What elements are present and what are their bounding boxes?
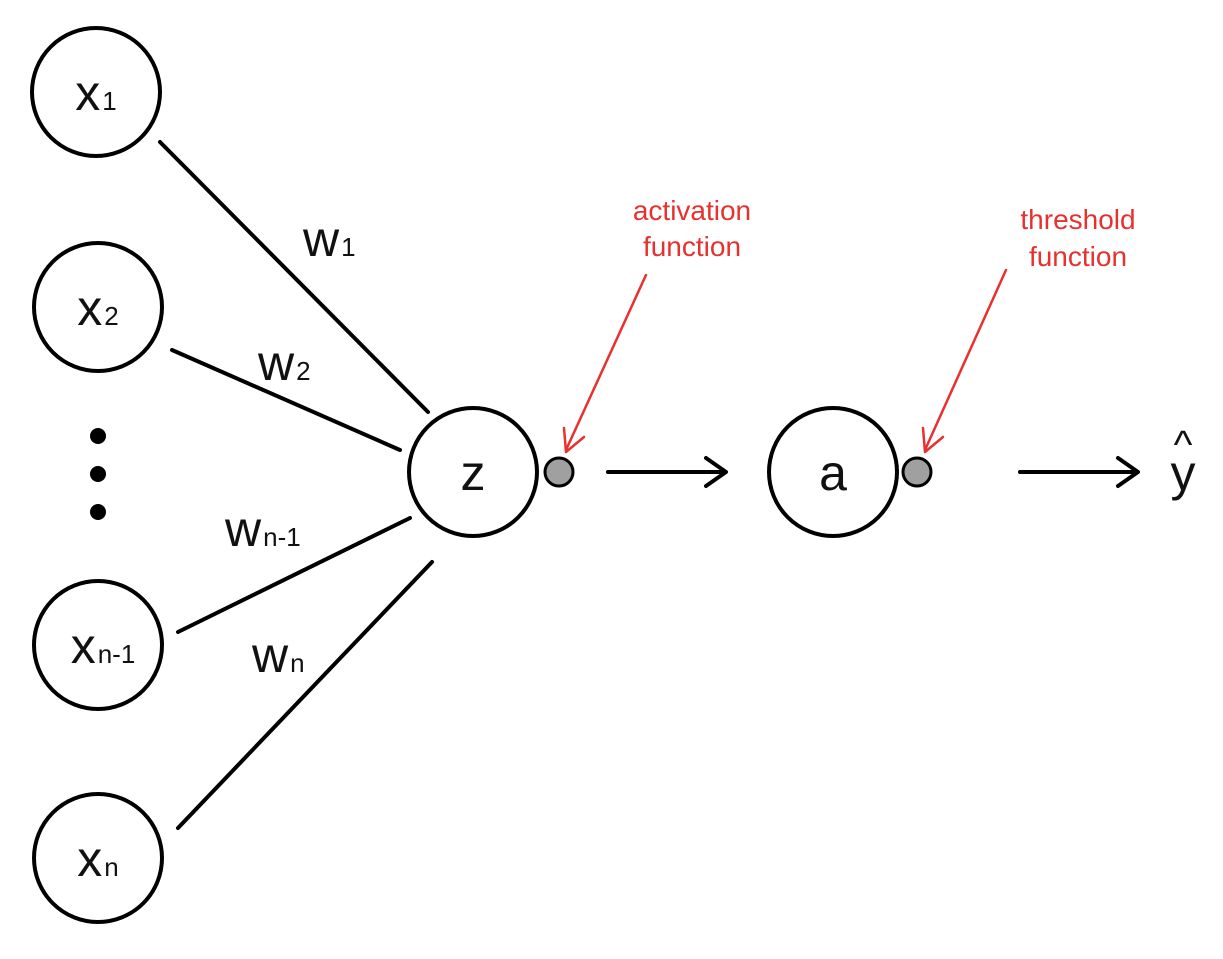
input-node-xn: xn [32,792,164,924]
input-node-circle [32,792,164,924]
output-label: y ^ [1171,423,1196,501]
input-node-label: xn [77,831,118,887]
output-hat: ^ [1174,423,1193,467]
summation-node: z [407,406,539,538]
activation-node-label: a [819,445,847,501]
threshold-annotation-arrowhead [921,426,945,454]
output-y: y [1171,445,1196,501]
ellipsis-dot [90,428,106,444]
input-node-label: x2 [77,280,118,336]
input-node-label: x1 [75,65,116,121]
input-node-circle [30,26,162,158]
arrow-head [1116,456,1140,488]
edge-x1-z [158,140,430,414]
activation-connector [543,456,575,488]
edge-x2-z [170,348,402,452]
activation-annotation: activation function [562,195,751,454]
activation-node: a [767,406,899,538]
weight-label-w2: w2 [257,335,311,391]
edge-xn1-z [176,516,412,634]
input-node-circle [32,241,164,373]
weight-label-w1: w1 [302,211,356,267]
arrow-a-to-output [1018,456,1140,488]
arrow-head [704,456,728,488]
ellipsis-dot [90,466,106,482]
activation-annotation-arrow [564,273,648,452]
activation-annotation-arrowhead [562,426,586,454]
weight-label-wn-1: wn-1 [224,501,301,557]
weight-label-wn: wn [251,627,305,683]
arrow-z-to-a [606,456,728,488]
threshold-annotation: threshold function [921,204,1136,454]
activation-annotation-line2: function [643,231,741,262]
input-node-circle [32,579,164,711]
input-node-xn-1: xn-1 [32,579,164,711]
summation-node-circle [407,406,539,538]
ellipsis-dots [90,428,106,520]
activation-annotation-line1: activation [633,195,751,226]
threshold-connector [901,456,933,488]
input-node-label: xn-1 [71,618,136,674]
edge-xn-z [176,560,434,830]
input-node-x2: x2 [32,241,164,373]
weight-edges [158,140,434,830]
ellipsis-dot [90,504,106,520]
input-node-x1: x1 [30,26,162,158]
threshold-annotation-arrow [923,268,1008,452]
threshold-annotation-line1: threshold [1020,204,1135,235]
activation-node-circle [767,406,899,538]
threshold-annotation-line2: function [1029,241,1127,272]
summation-node-label: z [461,445,486,501]
